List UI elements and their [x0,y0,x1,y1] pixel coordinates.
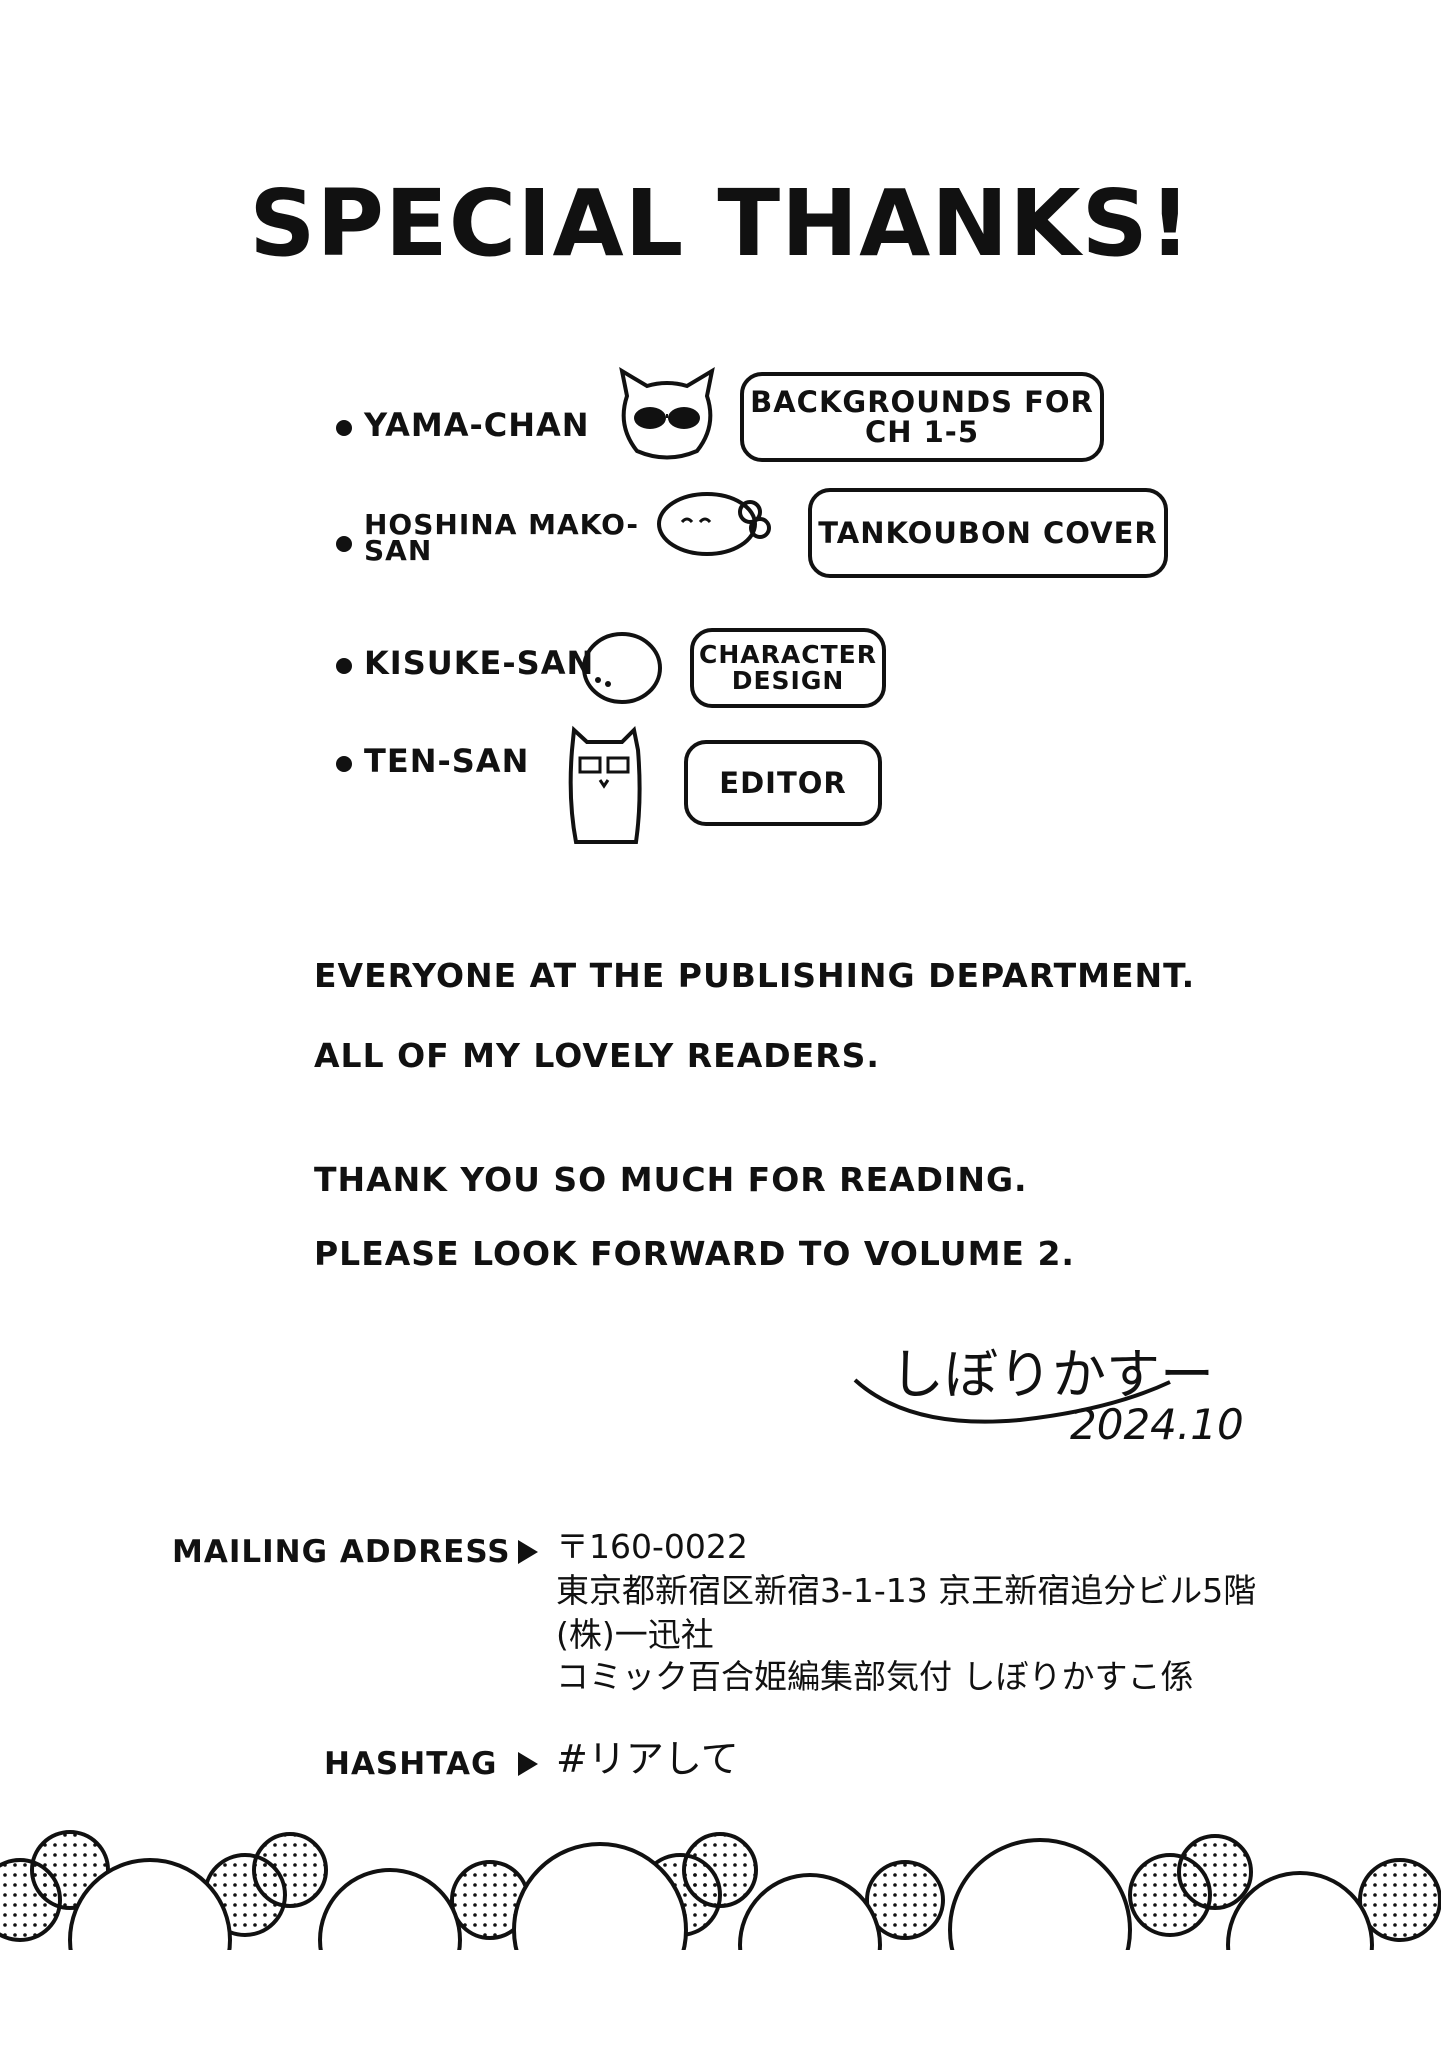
hashtag-label: HASHTAG [324,1746,498,1782]
postal-code: 〒160-0022 [556,1527,748,1566]
cat-sunglasses-icon [619,366,715,460]
signature-date: 2024.10 [1070,1400,1244,1449]
role-bubble: TANKOUBON COVER [808,488,1168,578]
bullet [336,756,352,772]
page-title: SPECIAL THANKS! [249,170,1192,277]
credit-name: KISUKE-SAN [364,644,595,682]
arrow-right-icon [518,1540,538,1564]
signature-swoosh [853,1378,1171,1424]
bullet [336,420,352,436]
address-line: 東京都新宿区新宿3-1-13 京王新宿追分ビル5階 [556,1571,1257,1610]
thanks-line: THANK YOU SO MUCH FOR READING. [314,1160,1028,1199]
bullet [336,658,352,674]
address-line: (株)一迅社 [556,1615,714,1654]
cloud-border [0,1830,1441,2048]
address-line: コミック百合姫編集部気付 しぼりかすこ係 [556,1657,1194,1696]
hashtag-value: #リアして [556,1737,739,1781]
arrow-right-icon [518,1752,538,1776]
credit-name: YAMA-CHAN [364,406,590,444]
signature-name: しぼりかすー [890,1343,1214,1406]
thanks-line: EVERYONE AT THE PUBLISHING DEPARTMENT. [314,956,1196,995]
bullet [336,536,352,552]
thanks-line: PLEASE LOOK FORWARD TO VOLUME 2. [314,1234,1075,1273]
mailing-address-label: MAILING ADDRESS [172,1534,511,1570]
role-bubble: EDITOR [684,740,882,826]
bear-glasses-icon [568,725,642,844]
credit-name: HOSHINA MAKO-SAN [364,508,640,567]
thanks-line: ALL OF MY LOVELY READERS. [314,1036,880,1075]
blob-creature-icon [657,492,771,556]
role-bubble: BACKGROUNDS FOR CH 1-5 [740,372,1104,462]
credit-name: TEN-SAN [364,742,530,780]
round-face-icon [582,632,662,704]
role-bubble: CHARACTER DESIGN [690,628,886,708]
